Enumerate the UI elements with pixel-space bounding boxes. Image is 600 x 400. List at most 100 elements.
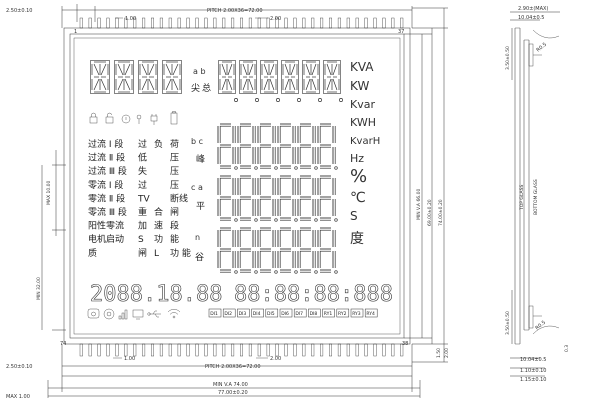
decimal-dot	[274, 166, 278, 170]
unit-label: KW	[350, 79, 369, 93]
top-dimensions: 2.50±0.10 PITCH 2.00X36=72.00 1.00 2.00	[6, 4, 413, 29]
measurement-digit	[277, 227, 296, 273]
decimal-dot	[254, 166, 258, 170]
top-row-14seg-digits	[90, 60, 343, 102]
signal-icon	[118, 309, 128, 320]
right-outer1-dim: 69.00±0.20	[427, 199, 433, 226]
unit-label: Kvar	[350, 98, 375, 111]
unit-label: S	[350, 209, 358, 223]
io-tag-label: RY3	[352, 311, 361, 317]
top-right-digit	[218, 60, 236, 94]
decimal-dot	[334, 270, 338, 274]
label-bc: b c	[191, 137, 203, 146]
side-top-glass: TOP GLASS	[519, 185, 525, 211]
unlock-icon	[105, 112, 114, 124]
decimal-dot	[254, 218, 258, 222]
io-tag-box	[364, 308, 378, 318]
decimal-dot	[294, 270, 298, 274]
status-label: 阳性零流	[88, 220, 124, 232]
label-gu: 谷	[195, 252, 204, 263]
decimal-dot	[297, 98, 301, 102]
io-tag-label: RY1	[324, 311, 333, 317]
top-right-digit	[323, 60, 341, 94]
bottom-pin-pitch-dim: 2.00	[270, 356, 281, 362]
decimal-dot	[314, 166, 318, 170]
io-tag-box	[222, 308, 236, 318]
side-bottom-glass: BOTTOM GLASS	[533, 179, 539, 215]
measurement-digit	[297, 123, 316, 169]
alarm-icon	[121, 114, 131, 124]
pin-number-bottom-left: 74	[60, 341, 66, 347]
top-right-digit	[239, 60, 257, 94]
decimal-dot	[294, 218, 298, 222]
measurement-digit	[257, 123, 276, 169]
status-label: 功	[154, 234, 163, 245]
measurement-digit	[257, 175, 276, 221]
decimal-dot	[294, 166, 298, 170]
measurement-digit	[317, 123, 336, 169]
io-tag-box	[336, 308, 350, 318]
decimal-dot	[234, 270, 238, 274]
side-bottom-b: 1.15±0.10	[520, 377, 546, 383]
right-small2-dim: 2.00	[444, 348, 450, 358]
bottom-dimensions: 2.50±0.10 PITCH 2.00X36=72.00 1.00 2.00 …	[6, 343, 421, 400]
decimal-dot	[276, 98, 280, 102]
decimal-dot	[318, 98, 322, 102]
status-label: 低	[138, 152, 147, 164]
status-label: 压	[170, 180, 179, 191]
decimal-dot	[274, 270, 278, 274]
status-icon-row	[89, 111, 178, 125]
decimal-dot	[339, 98, 343, 102]
status-label: TV	[137, 194, 150, 204]
status-label: 断线	[170, 192, 188, 204]
decimal-dot	[234, 98, 238, 102]
status-label: 过	[138, 138, 147, 150]
bottom-pin-one-dim: 1.00	[124, 356, 135, 362]
pin-number-top-left: 1	[74, 29, 77, 35]
side-angle-bottom: R0.5	[534, 320, 547, 332]
label-jian: 尖	[191, 82, 200, 94]
status-label: 零流 I 段	[88, 179, 123, 191]
side-top-inner: 10.04±0.5	[518, 15, 544, 21]
right-outer2-dim: 74.00±0.20	[438, 199, 444, 226]
side-len-bottom: 3.50±0.50	[505, 311, 511, 335]
label-n: n	[195, 233, 200, 242]
left-top-dim: MAX 10.00	[46, 181, 52, 205]
wifi-icon	[167, 309, 181, 319]
unit-label: KWH	[350, 116, 376, 129]
status-label: 压	[170, 153, 179, 164]
top-left-digit	[90, 60, 110, 94]
status-label: 合	[154, 206, 163, 218]
io-tag-label: DI7	[295, 311, 303, 317]
io-tag-box	[251, 308, 264, 318]
bottom-pin-row	[79, 343, 404, 357]
status-label: 闸	[170, 207, 179, 218]
top-left-digit	[162, 60, 182, 94]
status-label: 压	[170, 166, 179, 177]
status-label: 能	[170, 233, 179, 245]
phone-icon	[87, 308, 100, 319]
measurement-digit	[217, 227, 236, 273]
io-tag-box	[293, 308, 307, 318]
label-feng: 峰	[196, 154, 205, 165]
unit-label: ℃	[350, 190, 366, 206]
usb-icon	[147, 310, 161, 318]
label-ca: c a	[191, 183, 203, 192]
io-tag-label: RY2	[338, 311, 347, 317]
status-label: 过	[138, 179, 147, 191]
status-label: 段	[170, 220, 179, 232]
unit-label: Hz	[350, 152, 364, 165]
side-len-top: 3.50±0.50	[505, 46, 511, 70]
status-label: 加	[138, 221, 147, 232]
unit-label: 度	[350, 231, 364, 247]
io-tag-label: DI3	[239, 311, 247, 317]
io-tag-label: DI6	[281, 311, 289, 317]
top-right-digit	[281, 60, 299, 94]
status-label: 电机启动	[88, 233, 124, 245]
left-dimensions: MAX 10.00 MIN 32.00	[36, 150, 66, 331]
top-left-dim: 2.50±0.10	[6, 8, 32, 14]
unit-label: KVA	[350, 60, 374, 74]
